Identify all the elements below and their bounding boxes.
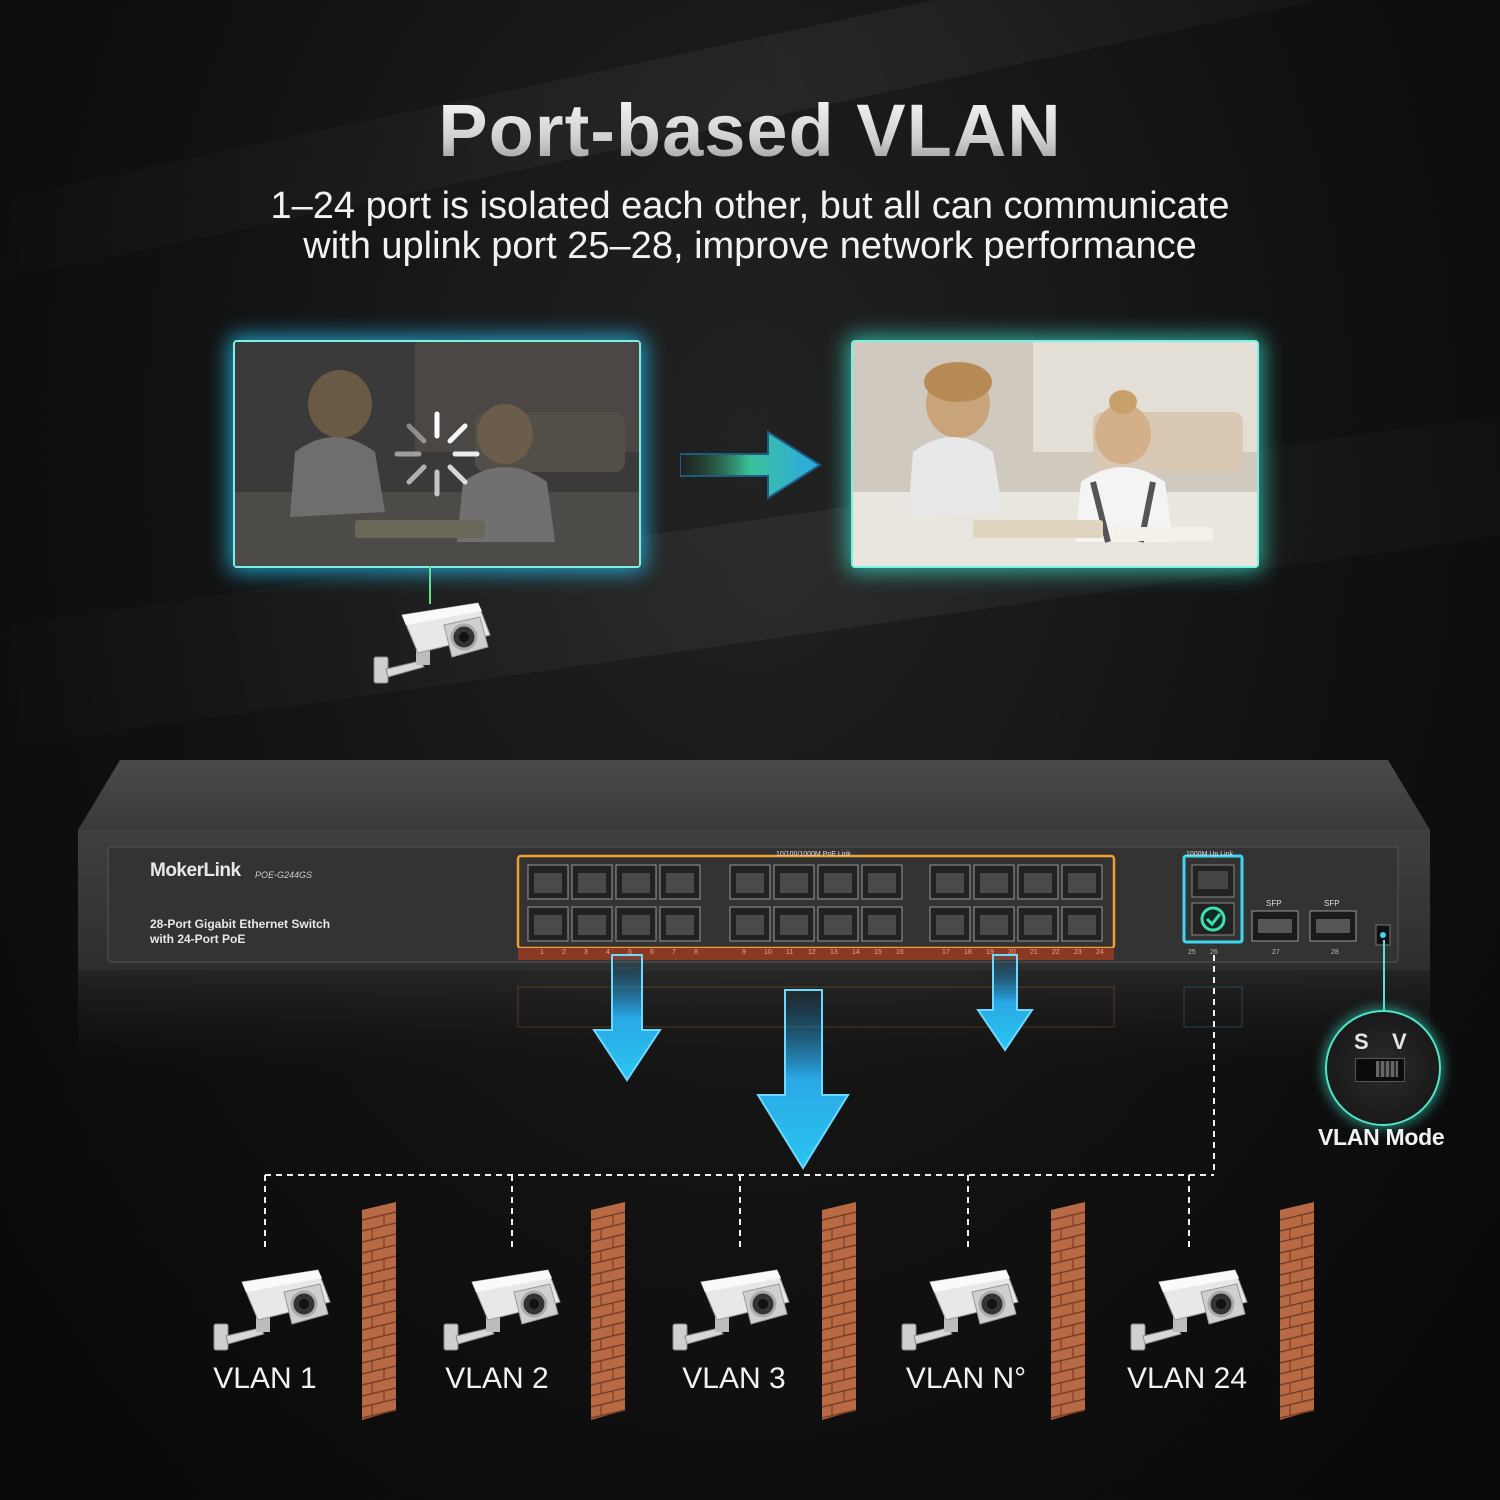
port-number: 24	[1096, 949, 1104, 956]
children-photo-clear	[853, 342, 1257, 566]
port-number: 21	[1030, 949, 1038, 956]
children-photo-dim	[235, 342, 639, 566]
mode-slide-knob[interactable]	[1376, 1061, 1398, 1077]
port-number: 4	[606, 949, 610, 956]
uplink-port-number: 26	[1210, 949, 1218, 956]
security-camera-icon	[901, 1269, 1019, 1351]
port-number: 18	[964, 949, 972, 956]
page-subtitle: 1–24 port is isolated each other, but al…	[0, 186, 1500, 266]
network-switch	[78, 760, 1430, 1080]
port-number: 1	[540, 949, 544, 956]
vlan-label: VLAN 3	[682, 1362, 786, 1395]
port-number: 13	[830, 949, 838, 956]
rj45-port-socket	[936, 873, 964, 893]
port-number: 3	[584, 949, 588, 956]
rj45-port-socket	[980, 915, 1008, 935]
uplink-port-number: 27	[1272, 949, 1280, 956]
rj45-port-socket	[1068, 915, 1096, 935]
poe-port-grid	[527, 864, 1103, 942]
subtitle-line-1: 1–24 port is isolated each other, but al…	[270, 185, 1230, 227]
loading-spinner-icon	[394, 411, 480, 497]
port-number: 16	[896, 949, 904, 956]
port-number: 22	[1052, 949, 1060, 956]
vlan-label: VLAN N°	[905, 1362, 1027, 1395]
rj45-port-socket	[1024, 915, 1052, 935]
camera-wire	[429, 566, 431, 604]
rj45-port-socket	[578, 873, 606, 893]
device-description-2: with 24-Port PoE	[150, 932, 246, 946]
brick-wall-icon	[361, 1202, 397, 1420]
brick-wall-icon	[821, 1202, 857, 1420]
rj45-port-socket	[666, 873, 694, 893]
rj45-port-socket	[980, 873, 1008, 893]
port-number: 12	[808, 949, 816, 956]
port-number: 15	[874, 949, 882, 956]
port-number: 2	[562, 949, 566, 956]
port-number: 7	[672, 949, 676, 956]
rj45-port-socket	[666, 915, 694, 935]
brick-wall-icon	[590, 1202, 626, 1420]
vlan-label: VLAN 1	[213, 1362, 317, 1395]
port-number: 23	[1074, 949, 1082, 956]
port-number: 9	[742, 949, 746, 956]
rj45-port-socket	[1068, 873, 1096, 893]
port-number: 5	[628, 949, 632, 956]
sfp-label: SFP	[1324, 899, 1340, 908]
buffering-video-frame	[233, 340, 641, 568]
mode-callout-wire	[1383, 940, 1385, 1010]
port-number: 11	[786, 949, 794, 956]
rj45-port-socket	[736, 915, 764, 935]
security-camera-icon	[672, 1269, 790, 1351]
vlan-label: VLAN 2	[445, 1362, 549, 1395]
subtitle-line-2: with uplink port 25–28, improve network …	[303, 225, 1197, 267]
port-number: 17	[942, 949, 950, 956]
port-number: 14	[852, 949, 860, 956]
rj45-port-socket	[622, 873, 650, 893]
security-camera-icon	[373, 602, 491, 684]
rj45-port-socket	[1024, 873, 1052, 893]
sfp-label: SFP	[1266, 899, 1282, 908]
poe-group-label: 10/100/1000M PoE Link	[776, 851, 851, 858]
check-circle-icon	[1200, 906, 1226, 932]
rj45-port-socket	[534, 915, 562, 935]
mode-option-v: V	[1392, 1029, 1407, 1054]
rj45-port-socket	[534, 873, 562, 893]
rj45-port-socket	[736, 873, 764, 893]
brand-logo: MokerLink	[150, 860, 241, 881]
rj45-port-socket	[780, 873, 808, 893]
port-number: 19	[986, 949, 994, 956]
rj45-port-socket	[780, 915, 808, 935]
rj45-port-socket	[824, 915, 852, 935]
uplink-port-number: 25	[1188, 949, 1196, 956]
rj45-port-socket	[868, 915, 896, 935]
brick-wall-icon	[1050, 1202, 1086, 1420]
port-number: 10	[764, 949, 772, 956]
port-number: 8	[694, 949, 698, 956]
arrow-right-icon	[680, 430, 822, 500]
model-number: POE-G244GS	[255, 870, 313, 880]
uplink-port-number: 28	[1331, 949, 1339, 956]
rj45-port-socket	[868, 873, 896, 893]
mode-option-s: S	[1354, 1029, 1369, 1054]
page-title: Port-based VLAN	[0, 88, 1500, 173]
port-number: 20	[1008, 949, 1016, 956]
security-camera-icon	[443, 1269, 561, 1351]
brick-wall-icon	[1279, 1202, 1315, 1420]
security-camera-icon	[1130, 1269, 1248, 1351]
port-number: 6	[650, 949, 654, 956]
rj45-port-socket	[824, 873, 852, 893]
rj45-port-socket	[622, 915, 650, 935]
clear-video-frame	[851, 340, 1259, 568]
rj45-port-socket	[578, 915, 606, 935]
vlan-label: VLAN 24	[1126, 1362, 1248, 1395]
uplink-group-label: 1000M Up Link	[1186, 851, 1234, 858]
rj45-port-socket	[936, 915, 964, 935]
device-description-1: 28-Port Gigabit Ethernet Switch	[150, 917, 331, 931]
vlan-mode-label: VLAN Mode	[1318, 1124, 1445, 1150]
security-camera-icon	[213, 1269, 331, 1351]
